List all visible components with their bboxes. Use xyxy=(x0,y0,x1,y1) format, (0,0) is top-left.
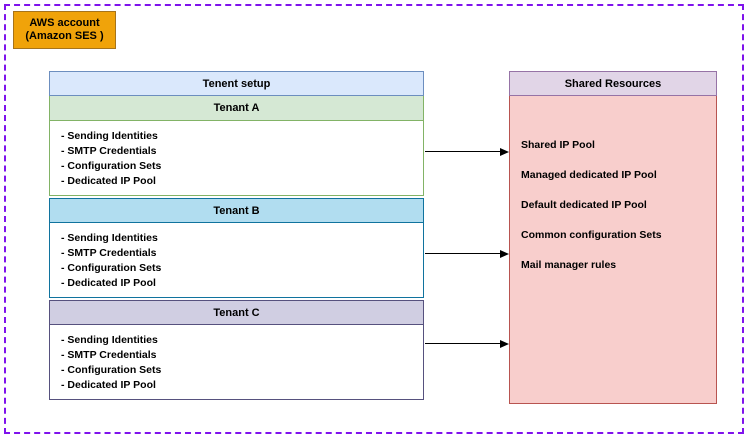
tenant-b-body: - Sending Identities - SMTP Credentials … xyxy=(49,223,424,298)
aws-account-title-line2: (Amazon SES ) xyxy=(25,30,104,42)
tenant-b-item-3: - Dedicated IP Pool xyxy=(61,277,156,289)
shared-resource-item-3: Common configuration Sets xyxy=(521,229,662,241)
shared-resource-item-2: Default dedicated IP Pool xyxy=(521,199,647,211)
tenant-c-header: Tenant C xyxy=(49,300,424,325)
tenant-c-item-2: - Configuration Sets xyxy=(61,364,162,376)
arrowhead-icon xyxy=(500,249,509,258)
tenant-a-body: - Sending Identities - SMTP Credentials … xyxy=(49,121,424,196)
tenant-c-item-1: - SMTP Credentials xyxy=(61,349,157,361)
tenant-c-item-3: - Dedicated IP Pool xyxy=(61,379,156,391)
connector-shaft xyxy=(425,151,501,153)
connector-tenant-c-to-shared xyxy=(425,339,509,349)
connector-tenant-b-to-shared xyxy=(425,249,509,259)
shared-resources-header: Shared Resources xyxy=(509,71,717,96)
tenant-a-item-3: - Dedicated IP Pool xyxy=(61,175,156,187)
arrowhead-icon xyxy=(500,339,509,348)
tenant-b-item-2: - Configuration Sets xyxy=(61,262,162,274)
tenant-a-item-2: - Configuration Sets xyxy=(61,160,162,172)
shared-resources-group: Shared Resources Shared IP Pool Managed … xyxy=(509,71,717,404)
aws-account-label-box: AWS account (Amazon SES ) xyxy=(13,11,116,49)
shared-resource-item-4: Mail manager rules xyxy=(521,259,617,271)
tenant-a-item-1: - SMTP Credentials xyxy=(61,145,157,157)
tenant-setup-header: Tenent setup xyxy=(49,71,424,96)
connector-shaft xyxy=(425,343,501,345)
tenant-a-header: Tenant A xyxy=(49,96,424,121)
tenant-a-item-0: - Sending Identities xyxy=(61,130,158,142)
tenant-c-item-0: - Sending Identities xyxy=(61,334,158,346)
tenant-b-item-1: - SMTP Credentials xyxy=(61,247,157,259)
arrowhead-icon xyxy=(500,147,509,156)
tenant-b-item-0: - Sending Identities xyxy=(61,232,158,244)
shared-resources-body: Shared IP Pool Managed dedicated IP Pool… xyxy=(509,96,717,404)
shared-resource-item-1: Managed dedicated IP Pool xyxy=(521,169,657,181)
aws-account-boundary xyxy=(4,4,744,434)
connector-tenant-a-to-shared xyxy=(425,147,509,157)
tenant-b-header: Tenant B xyxy=(49,198,424,223)
tenant-c-body: - Sending Identities - SMTP Credentials … xyxy=(49,325,424,400)
aws-account-title-line1: AWS account xyxy=(29,16,100,29)
connector-shaft xyxy=(425,253,501,255)
shared-resource-item-0: Shared IP Pool xyxy=(521,139,595,151)
tenant-setup-group: Tenent setup Tenant A - Sending Identiti… xyxy=(49,71,424,400)
